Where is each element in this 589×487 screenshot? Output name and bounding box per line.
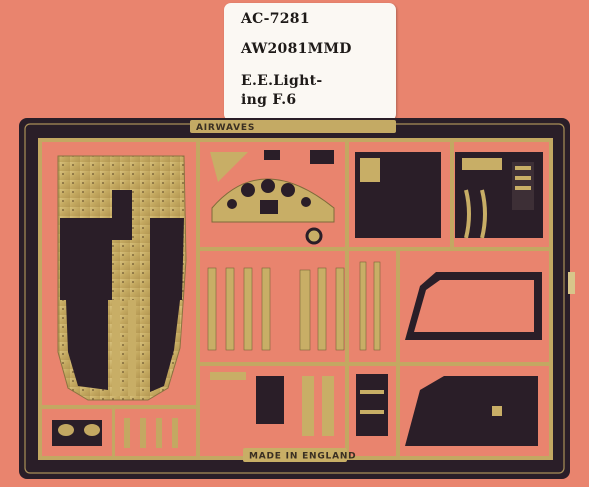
top-engraving-text: AIRWAVES bbox=[196, 123, 255, 133]
product-code: AC-7281 bbox=[241, 11, 310, 27]
strut-strips bbox=[207, 261, 381, 351]
bottom-left-parts bbox=[52, 418, 178, 448]
origin-text: MADE IN ENGLAND bbox=[249, 452, 356, 462]
bottom-engraving: MADE IN ENGLAND bbox=[243, 448, 356, 462]
top-engraving: AIRWAVES bbox=[190, 120, 396, 133]
lower-middle-parts bbox=[210, 372, 388, 436]
subject-line-2: ing F.6 bbox=[241, 92, 297, 108]
dark-panels-top-right bbox=[355, 152, 543, 239]
label-card: AC-7281 AW2081MMD E.E.Light- ing F.6 bbox=[224, 3, 396, 121]
subject-line-1: E.E.Light- bbox=[241, 73, 323, 89]
instrument-panel bbox=[210, 150, 335, 245]
set-code: AW2081MMD bbox=[241, 41, 352, 57]
panel-large-left bbox=[57, 155, 187, 401]
canopy-frame bbox=[405, 272, 542, 446]
